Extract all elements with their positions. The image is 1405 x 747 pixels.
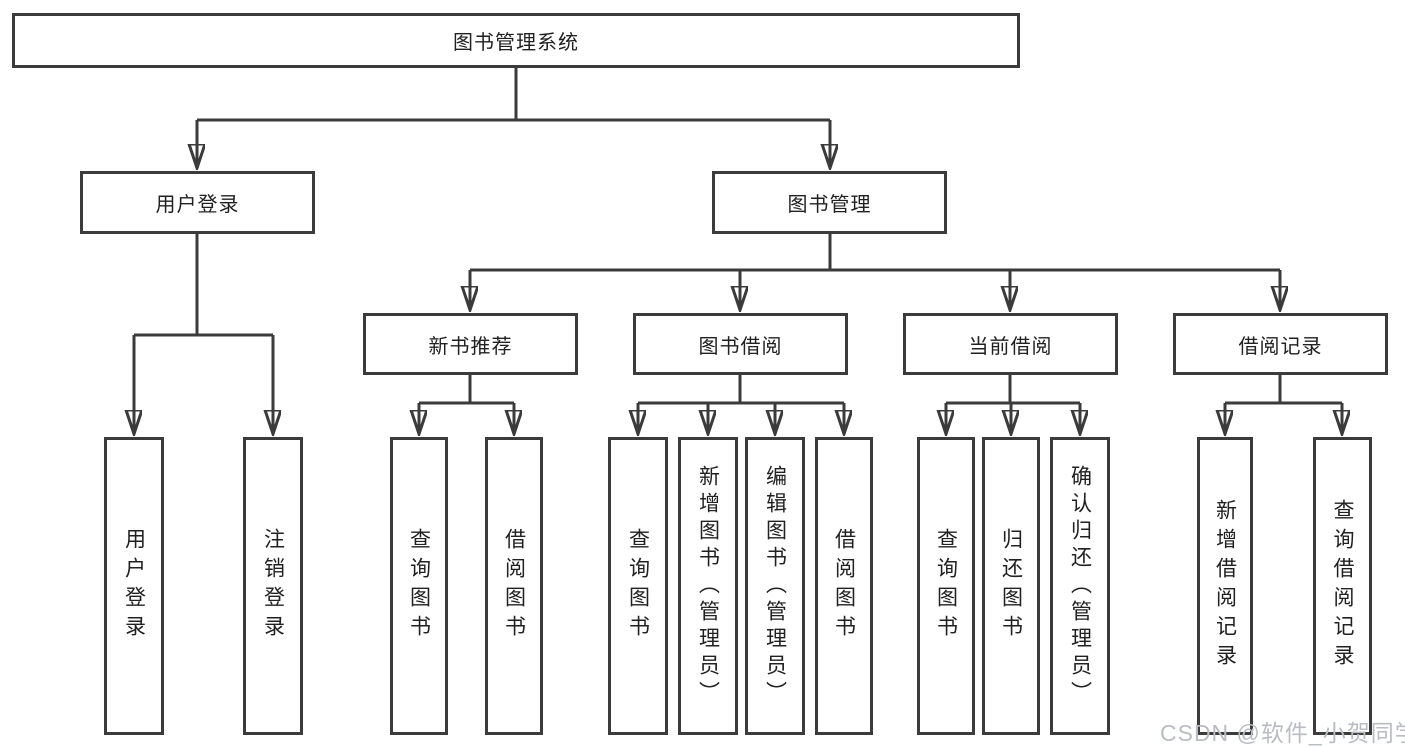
node-label: 归还图书 (999, 528, 1023, 644)
node-label: 借阅记录 (1238, 335, 1323, 358)
leaf-borrow-books-recommend: 借阅图书 (485, 437, 543, 735)
leaf-return-books: 归还图书 (982, 437, 1040, 735)
node-label: 图书管理 (787, 194, 872, 216)
node-label: 查询图书 (626, 528, 650, 644)
node-label: 借阅图书 (502, 528, 526, 644)
leaf-borrow-books-borrow: 借阅图书 (815, 437, 873, 735)
node-label: 图书借阅 (698, 335, 783, 358)
node-current-borrowing: 当前借阅 (903, 313, 1118, 375)
node-label: 用户登录 (155, 194, 240, 216)
node-label: 查询图书 (407, 528, 431, 644)
node-label: 查询借阅记录 (1331, 499, 1354, 673)
leaf-add-books-admin: 新增图书（管理员） (678, 437, 738, 735)
node-label: 图书管理系统 (453, 32, 579, 54)
node-label: 新增借阅记录 (1213, 499, 1237, 673)
leaf-query-books-recommend: 查询图书 (390, 437, 448, 735)
leaf-edit-books-admin: 编辑图书（管理员） (745, 437, 805, 735)
node-book-management-system: 图书管理系统 (12, 13, 1020, 68)
node-label: 新增图书（管理员） (696, 464, 720, 708)
node-label: 借阅图书 (832, 528, 856, 644)
node-label: 确认归还（管理员） (1068, 464, 1092, 708)
leaf-query-books-current: 查询图书 (917, 437, 975, 735)
node-book-borrowing: 图书借阅 (633, 313, 848, 375)
node-user-login-group: 用户登录 (80, 171, 315, 234)
leaf-query-books-borrow: 查询图书 (608, 437, 668, 735)
leaf-user-login: 用户登录 (104, 437, 164, 735)
node-label: 当前借阅 (968, 335, 1053, 358)
csdn-watermark: CSDN @软件_小贺同学 (1160, 720, 1405, 746)
node-book-management: 图书管理 (712, 171, 947, 234)
leaf-confirm-return-admin: 确认归还（管理员） (1050, 437, 1110, 735)
node-label: 用户登录 (122, 528, 146, 644)
node-label: 新书推荐 (428, 335, 513, 358)
node-label: 注销登录 (261, 528, 285, 644)
node-borrowing-records: 借阅记录 (1173, 313, 1388, 375)
node-label: 查询图书 (934, 528, 958, 644)
leaf-logout: 注销登录 (243, 437, 303, 735)
leaf-query-borrow-record: 查询借阅记录 (1313, 437, 1372, 735)
node-new-book-recommendation: 新书推荐 (363, 313, 578, 375)
leaf-add-borrow-record: 新增借阅记录 (1197, 437, 1253, 735)
node-label: 编辑图书（管理员） (763, 464, 787, 708)
